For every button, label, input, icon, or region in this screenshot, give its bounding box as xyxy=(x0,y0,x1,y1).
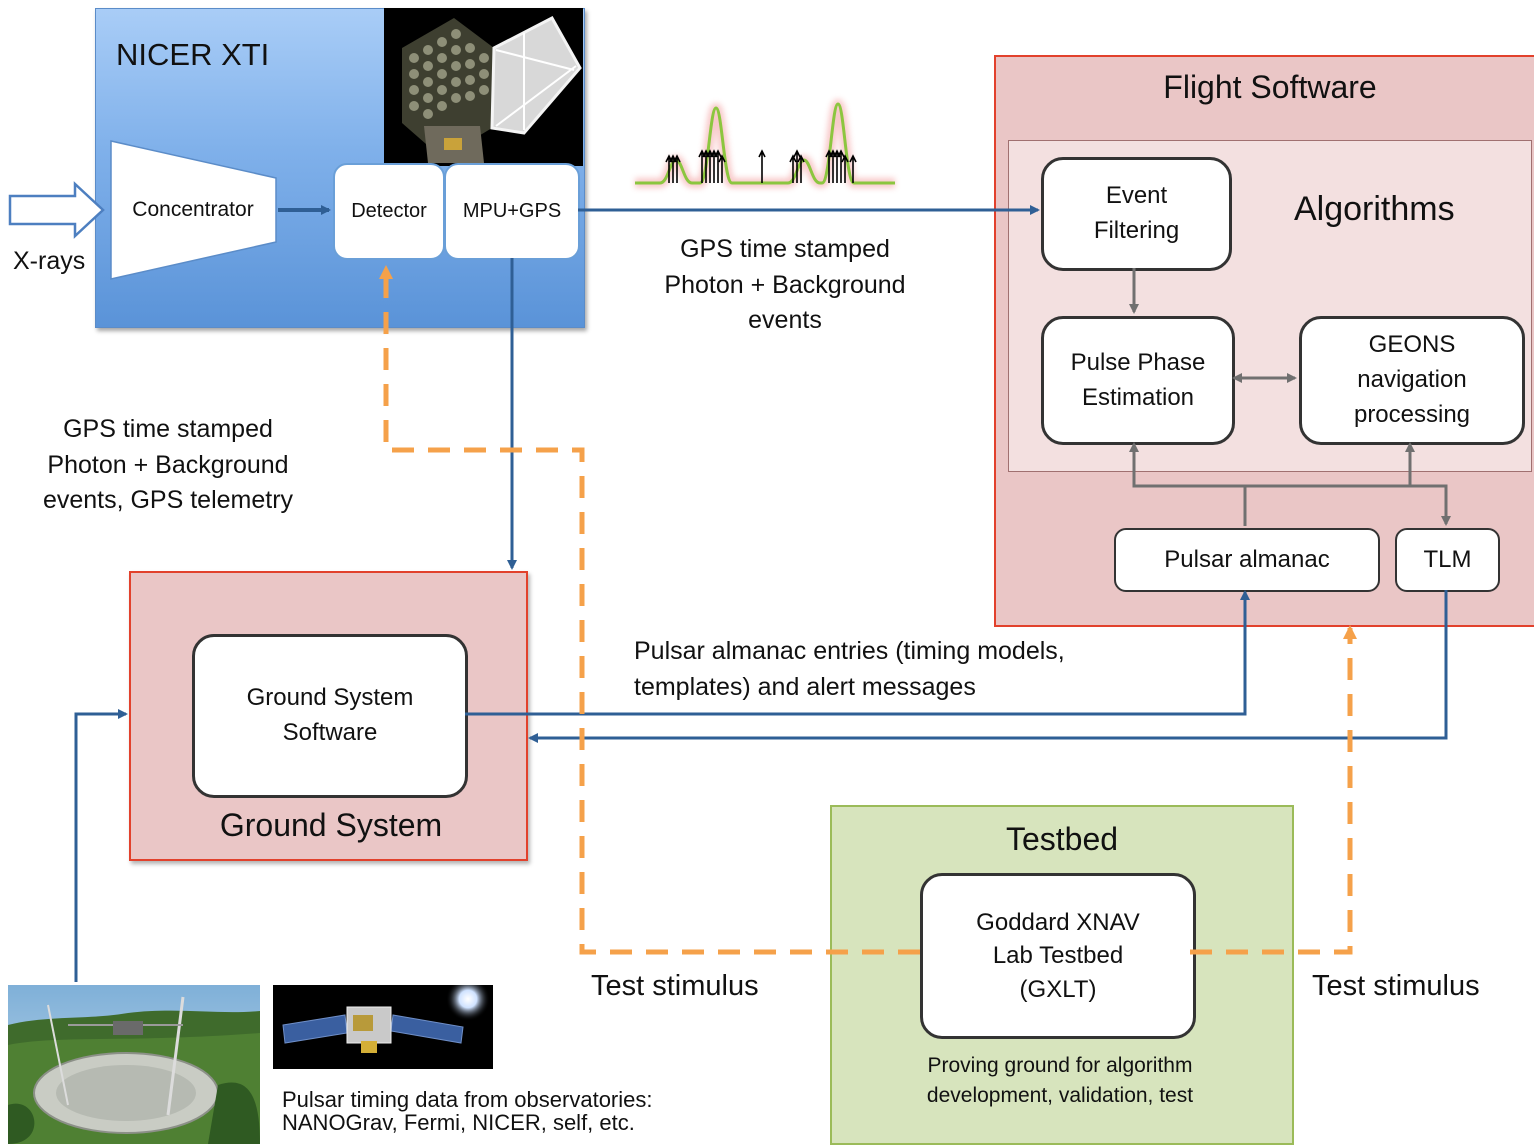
ground-software-box: Ground System Software xyxy=(192,634,468,798)
test-stimulus-left-label: Test stimulus xyxy=(591,970,759,1002)
left-events-line2: Photon + Background xyxy=(47,450,289,479)
observatories-caption: Pulsar timing data from observatories: N… xyxy=(282,1088,653,1134)
top-events-label: GPS time stamped Photon + Background eve… xyxy=(640,232,930,339)
gxlt-line1: Goddard XNAV xyxy=(976,908,1140,936)
almanac-entries-line2: templates) and alert messages xyxy=(634,672,976,701)
gxlt-line2: Lab Testbed xyxy=(992,942,1124,970)
algorithms-title: Algorithms xyxy=(1294,190,1455,228)
pulse-phase-line1: Pulse Phase xyxy=(1070,348,1206,376)
testbed-caption: Proving ground for algorithm development… xyxy=(832,1051,1288,1112)
arrow-observatories-ground xyxy=(74,709,128,982)
nicer-title: NICER XTI xyxy=(116,37,270,72)
event-filtering-box: Event Filtering xyxy=(1041,157,1232,271)
fermi-satellite-image xyxy=(273,985,493,1069)
ground-software-line2: Software xyxy=(282,719,378,746)
gxlt-box: Goddard XNAV Lab Testbed (GXLT) xyxy=(920,873,1196,1039)
top-events-line3: events xyxy=(748,306,822,334)
left-events-line3: events, GPS telemetry xyxy=(42,486,294,514)
test-stimulus-right-label: Test stimulus xyxy=(1312,970,1480,1002)
geons-line3: processing xyxy=(1353,400,1471,428)
xrays-label: X-rays xyxy=(13,247,86,275)
top-events-line2: Photon + Background xyxy=(664,270,906,299)
left-events-label: GPS time stamped Photon + Background eve… xyxy=(18,412,318,519)
testbed-caption-line2: development, validation, test xyxy=(926,1084,1194,1108)
event-filtering-line1: Event xyxy=(1105,182,1168,210)
gxlt-line3: (GXLT) xyxy=(1019,975,1097,1003)
top-events-line1: GPS time stamped xyxy=(680,235,890,263)
arrow-to-tlm xyxy=(1410,484,1451,526)
arrow-ground-almanac xyxy=(465,590,1250,716)
left-events-line1: GPS time stamped xyxy=(63,415,273,443)
ground-software-line1: Ground System xyxy=(246,684,414,712)
almanac-entries-line1: Pulsar almanac entries (timing models, xyxy=(634,637,1065,665)
event-filtering-line2: Filtering xyxy=(1093,217,1180,244)
flight-software-title: Flight Software xyxy=(1163,69,1377,105)
arrow-tlm-ground xyxy=(528,590,1448,743)
pulsar-almanac-box: Pulsar almanac xyxy=(1114,528,1380,592)
detector-box: Detector xyxy=(333,163,445,260)
geons-box: GEONS navigation processing xyxy=(1299,316,1525,445)
observatories-caption-line2: NANOGrav, Fermi, NICER, self, etc. xyxy=(282,1110,635,1136)
xrays-arrow xyxy=(8,181,105,239)
concentrator-block: Concentrator xyxy=(110,140,278,280)
arrow-almanac-geons xyxy=(1245,442,1415,488)
mpu-gps-box: MPU+GPS xyxy=(444,163,580,260)
pulse-phase-line2: Estimation xyxy=(1081,383,1195,411)
arrow-almanac-phase xyxy=(1129,442,1247,526)
almanac-entries-label: Pulsar almanac entries (timing models, t… xyxy=(634,634,1065,705)
concentrator-label: Concentrator xyxy=(132,198,254,221)
nicer-spacecraft-image xyxy=(384,8,583,166)
ground-system-title: Ground System xyxy=(219,807,443,843)
arecibo-telescope-image xyxy=(8,985,260,1144)
pulse-profile-graphic xyxy=(635,98,895,188)
testbed-title: Testbed xyxy=(1005,821,1119,857)
test-stimulus-right-path xyxy=(1190,625,1357,955)
geons-line2: navigation xyxy=(1357,366,1467,394)
test-stimulus-left-path xyxy=(379,265,920,955)
geons-line1: GEONS xyxy=(1368,331,1456,359)
tlm-box: TLM xyxy=(1395,528,1500,592)
testbed-caption-line1: Proving ground for algorithm xyxy=(927,1054,1193,1077)
observatories-caption-line1: Pulsar timing data from observatories: xyxy=(282,1087,653,1112)
